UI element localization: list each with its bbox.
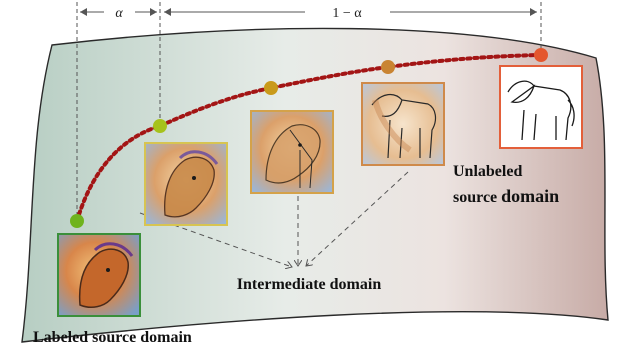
alpha-label: α [115,6,123,21]
unlabeled-source-label-line1: Unlabeled [453,163,522,180]
labeled-source-domain-label: Labeled source domain [33,329,192,346]
painted-horse-head-icon-2 [164,156,215,218]
path-dot-1 [70,214,84,228]
blended-horse-sketch-icon [371,94,437,159]
path-dot-2 [153,119,167,133]
intermediate-image-2 [361,82,445,166]
horse-line-sketch-icon [507,80,575,141]
unlabeled-source-word: source [453,189,501,206]
one-minus-alpha-label: 1 − α [332,6,362,21]
blended-horse-icon [265,124,321,184]
path-dot-3 [264,81,278,95]
intermediate-domain-label: Intermediate domain [237,276,382,293]
labeled-source-image [57,233,141,317]
unlabeled-source-label-line2: source domain [453,186,559,206]
source-image-alpha [144,142,228,226]
unlabeled-source-image [499,65,583,149]
intermediate-image-1 [250,110,334,194]
unlabeled-domain-word: domain [501,186,559,206]
painted-horse-head-icon [78,248,129,308]
path-dot-5 [534,48,548,62]
path-dot-4 [381,60,395,74]
